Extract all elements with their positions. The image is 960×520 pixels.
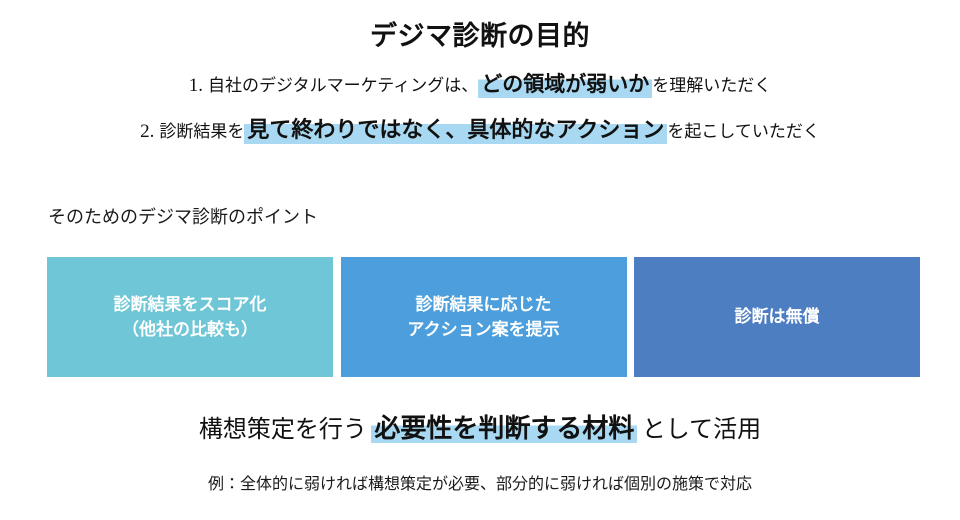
point-box-line2: アクション案を提示 [407,320,560,339]
points-box-row: 診断結果をスコア化 （他社の比較も） 診断結果に応じた アクション案を提示 診断… [47,257,920,377]
list-item: 1. 自社のデジタルマーケティングは、 どの領域が弱いか を理解いただく [0,68,960,98]
point-box-text: 診断結果に応じた アクション案を提示 [407,292,559,343]
point-box-line1: 診断結果に応じた [415,294,552,314]
points-section-label: そのためのデジマ診断のポイント [48,207,318,227]
conclusion-lead-text: 構想策定を行う [198,416,367,443]
point-box-score: 診断結果をスコア化 （他社の比較も） [47,257,333,377]
objective-number: 2. [140,121,155,142]
footnote-text: 例：全体的に弱ければ構想策定が必要、部分的に弱ければ個別の施策で対応 [207,476,752,493]
page-title: デジマ診断の目的 [370,21,590,51]
objective-number: 1. [188,75,203,96]
point-box-line1: 診断は無償 [734,307,820,327]
objective-tail-text: を起こしていただく [667,122,820,141]
point-box-free: 診断は無償 [634,257,920,377]
point-box-text: 診断は無償 [735,304,820,330]
objective-tail-text: を理解いただく [652,76,772,95]
objective-emphasis-highlight: どの領域が弱いか [478,68,653,98]
point-box-text: 診断結果をスコア化 （他社の比較も） [114,292,267,343]
objective-emphasis-highlight: 見て終わりではなく、具体的なアクション [244,112,668,144]
objective-lead-text: 診断結果を [159,122,245,141]
list-item: 2. 診断結果を 見て終わりではなく、具体的なアクション を起こしていただく [0,112,960,144]
conclusion-line: 構想策定を行う 必要性を判断する材料 として活用 [0,408,960,445]
point-box-line1: 診断結果をスコア化 [113,294,267,314]
point-box-action: 診断結果に応じた アクション案を提示 [340,257,627,377]
objectives-list: 1. 自社のデジタルマーケティングは、 どの領域が弱いか を理解いただく 2. … [0,68,960,144]
point-box-line2: （他社の比較も） [122,320,258,339]
conclusion-tail-text: として活用 [641,416,762,443]
conclusion-emphasis-highlight: 必要性を判断する材料 [371,413,638,443]
objective-lead-text: 自社のデジタルマーケティングは、 [207,76,479,95]
